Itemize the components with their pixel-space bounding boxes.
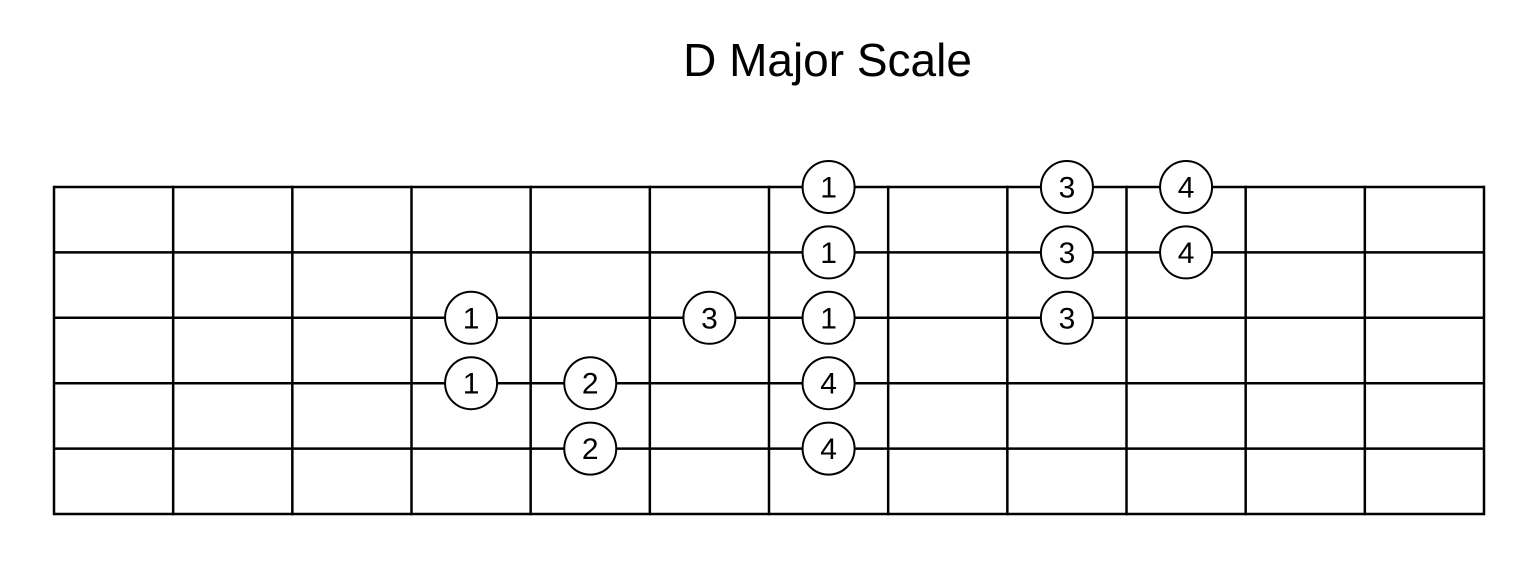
note-marker: 1 [801,290,856,345]
note-marker: 3 [1039,225,1094,280]
note-circle [444,356,499,411]
note-circle [1159,225,1214,280]
note-circle [1039,225,1094,280]
finger-number: 4 [820,368,837,401]
note-marker: 1 [444,290,499,345]
note-marker: 4 [801,421,856,476]
note-circle [801,290,856,345]
finger-number: 1 [820,237,837,270]
scale-notes: 1 3 4 1 3 4 1 3 1 3 1 2 4 2 4 [444,160,1214,476]
finger-number: 2 [582,433,599,466]
note-marker: 1 [444,356,499,411]
finger-number: 4 [1178,237,1195,270]
note-marker: 2 [563,356,618,411]
note-circle [1039,160,1094,214]
finger-number: 3 [1059,302,1076,335]
note-circle [801,160,856,214]
finger-number: 3 [701,302,718,335]
note-circle [1159,160,1214,214]
note-marker: 1 [801,160,856,214]
finger-number: 3 [1059,237,1076,270]
finger-number: 2 [582,368,599,401]
note-circle [444,290,499,345]
finger-number: 4 [820,433,837,466]
finger-number: 1 [463,368,480,401]
note-marker: 4 [1159,160,1214,214]
finger-number: 1 [820,172,837,205]
note-marker: 1 [801,225,856,280]
note-marker: 3 [1039,290,1094,345]
note-marker: 4 [1159,225,1214,280]
finger-number: 1 [820,302,837,335]
diagram-title: D Major Scale [683,34,972,86]
note-circle [563,356,618,411]
finger-number: 4 [1178,172,1195,205]
note-circle [801,225,856,280]
finger-number: 3 [1059,172,1076,205]
note-circle [682,290,737,345]
note-circle [563,421,618,476]
note-marker: 3 [682,290,737,345]
fretboard-grid [52,185,1486,516]
note-marker: 3 [1039,160,1094,214]
note-marker: 4 [801,356,856,411]
note-circle [1039,290,1094,345]
note-circle [801,356,856,411]
note-circle [801,421,856,476]
note-marker: 2 [563,421,618,476]
finger-number: 1 [463,302,480,335]
